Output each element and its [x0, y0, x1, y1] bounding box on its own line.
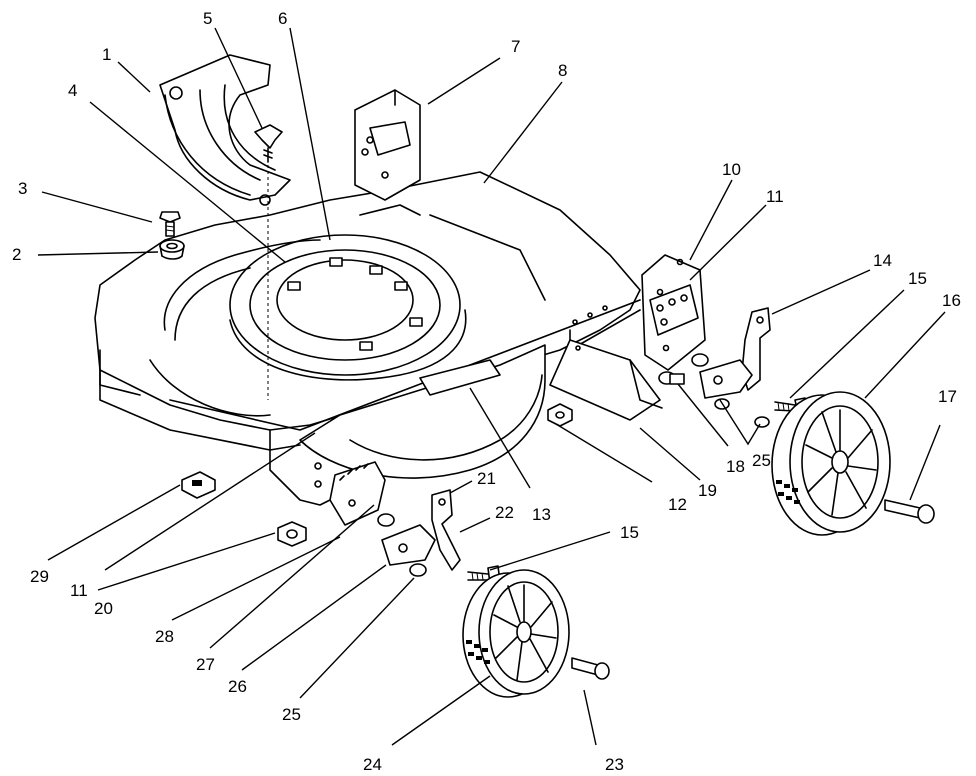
callout-8: 8: [558, 61, 567, 80]
callout-22: 22: [495, 503, 514, 522]
height-adjust-lever-right: [741, 307, 771, 391]
rear-wheel: [771, 391, 891, 536]
callout-17: 17: [938, 387, 957, 406]
callout-11-left: 11: [70, 581, 88, 600]
callout-27: 27: [196, 655, 215, 674]
callout-23: 23: [605, 755, 624, 774]
height-adjust-lever-front: [431, 489, 461, 571]
callout-7: 7: [511, 37, 520, 56]
callout-5: 5: [203, 9, 212, 28]
callout-24: 24: [363, 755, 382, 774]
leader-lines: [37, 27, 946, 746]
callout-3: 3: [18, 179, 27, 198]
discharge-deflector: [159, 54, 291, 206]
callout-29: 29: [30, 567, 49, 586]
callout-21: 21: [477, 469, 496, 488]
callout-1: 1: [102, 45, 111, 64]
pivot-bolt: [159, 211, 181, 237]
front-height-bracket: [641, 254, 706, 371]
shoulder-bolt-18: [658, 371, 685, 385]
callout-25-right: 25: [752, 451, 771, 470]
callout-14: 14: [873, 251, 892, 270]
callout-10: 10: [722, 160, 741, 179]
callout-6: 6: [278, 9, 287, 28]
nut-12: [547, 403, 573, 427]
callout-15-front: 15: [620, 523, 639, 542]
callout-28: 28: [155, 627, 174, 646]
axle-bracket-right: [699, 359, 753, 399]
callout-25-front: 25: [282, 705, 301, 724]
callout-4: 4: [68, 81, 77, 100]
callout-20: 20: [94, 599, 113, 618]
wheel-bolt-17: [884, 499, 935, 524]
callout-13: 13: [532, 505, 551, 524]
clip-29: [181, 471, 216, 499]
callout-19: 19: [698, 481, 717, 500]
mower-deck: [94, 171, 641, 506]
callout-11-right: 11: [766, 187, 784, 206]
callout-2: 2: [12, 245, 21, 264]
side-skirt: [549, 339, 663, 421]
bushing: [159, 239, 185, 260]
washer-right: [691, 353, 770, 428]
callout-18: 18: [726, 457, 745, 476]
front-wheel: [462, 569, 570, 698]
rear-height-bracket: [354, 89, 421, 201]
washer-front: [377, 513, 427, 577]
callout-15-right: 15: [908, 269, 927, 288]
callout-26: 26: [228, 677, 247, 696]
wheel-bolt-23: [571, 657, 610, 680]
adjuster-plate: [329, 461, 386, 526]
callout-labels: 1 2 3 4 5 6 7 8 10 11 11 12 13 14 15 15 …: [12, 9, 961, 774]
axle-bracket-front: [381, 524, 436, 566]
nut-20: [277, 521, 307, 547]
wing-knob: [254, 124, 283, 163]
callout-16: 16: [942, 291, 961, 310]
callout-12: 12: [668, 495, 687, 514]
